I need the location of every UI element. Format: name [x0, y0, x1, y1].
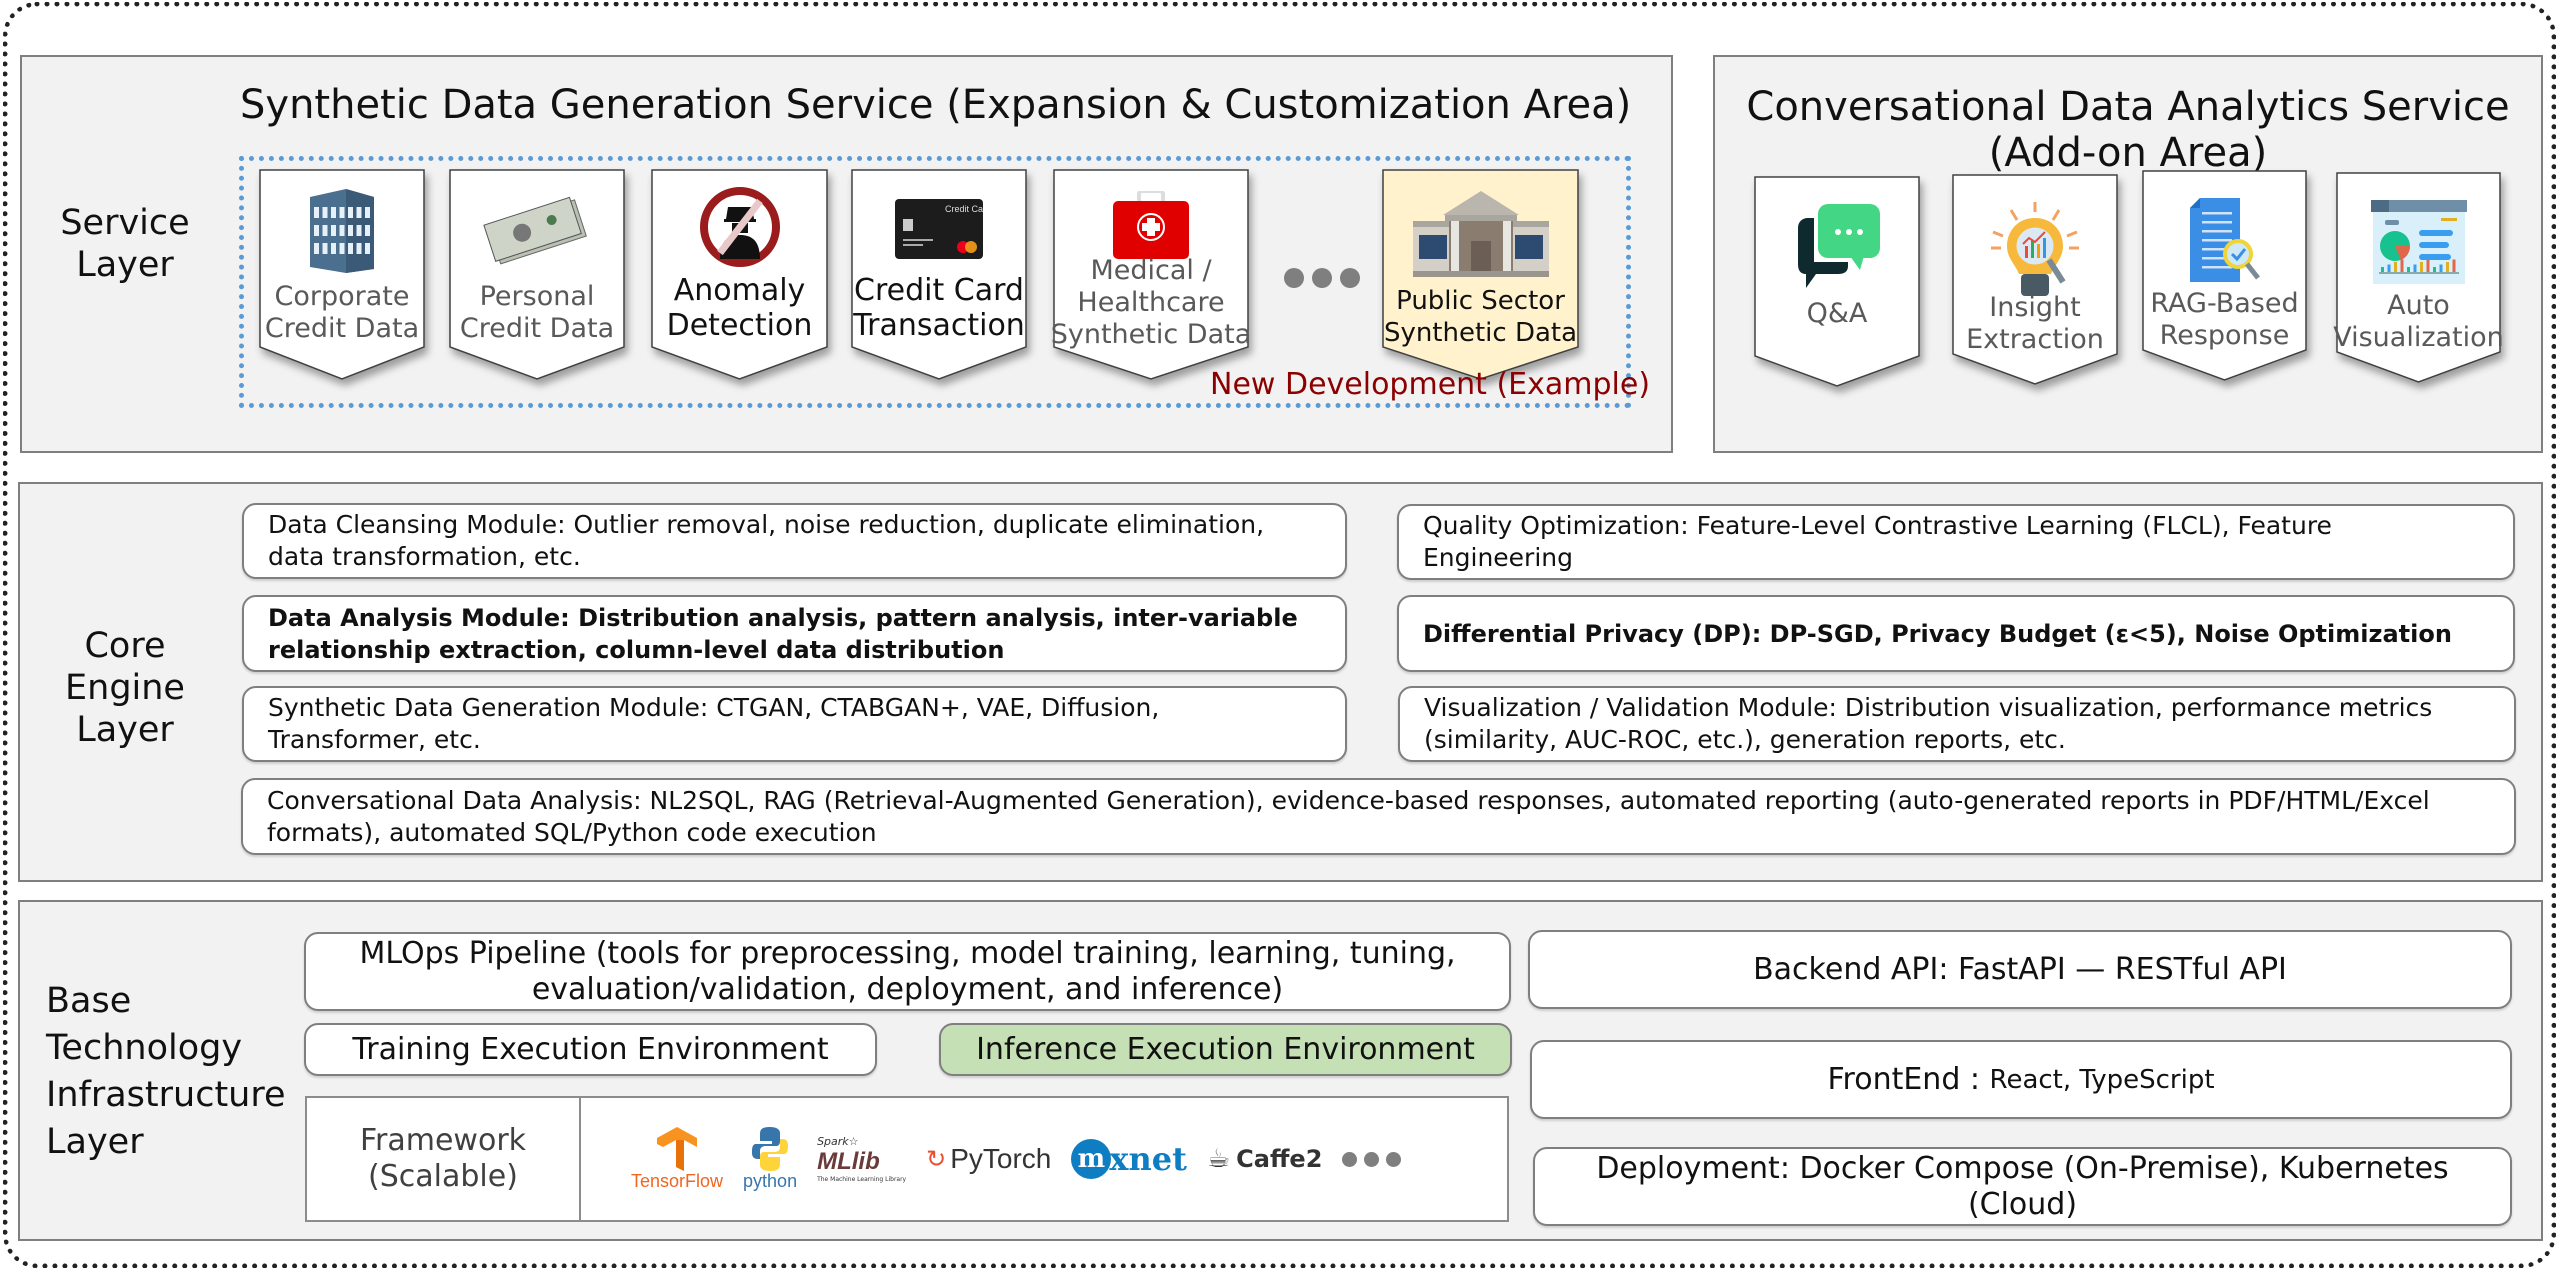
spark-mllib-logo: Spark☆ MLlib The Machine Learning Librar… [817, 1135, 906, 1183]
addon-card-insight: Insight Extraction [1952, 174, 2118, 385]
conversational-service-title: Conversational Data Analytics Service (A… [1713, 84, 2543, 176]
data-analysis-module: Data Analysis Module: Distribution analy… [242, 595, 1347, 672]
card-label: Credit Card Transaction [853, 273, 1025, 343]
frontend-box: FrontEnd : React, TypeScript [1530, 1040, 2512, 1119]
synthetic-service-title: Synthetic Data Generation Service (Expan… [240, 82, 1632, 128]
service-card-medical: Medical / Healthcare Synthetic Data [1051, 169, 1251, 380]
money-bills-icon [449, 195, 625, 265]
conversational-title-line2: (Add-on Area) [1988, 130, 2268, 176]
pytorch-logo: ↻ PyTorch [926, 1143, 1051, 1175]
card-shape [259, 169, 425, 380]
more-icon [1284, 268, 1360, 288]
deployment-text: Deployment: Docker Compose (On-Premise),… [1596, 1150, 2449, 1222]
mxnet-text: xnet [1109, 1140, 1187, 1178]
tensorflow-icon [657, 1126, 698, 1171]
base-layer-label: Base Technology Infrastructure Layer [46, 981, 286, 1162]
python-text: python [743, 1170, 798, 1191]
service-card-corporate: Corporate Credit Data [259, 169, 425, 380]
card-label: Insight Extraction [1966, 292, 2104, 355]
card-label: Public Sector Synthetic Data [1383, 286, 1578, 348]
framework-label: Framework (Scalable) [307, 1098, 581, 1220]
synthetic-generation-module: Synthetic Data Generation Module: CTGAN,… [242, 686, 1347, 762]
svg-text:Credit Card: Credit Card [945, 204, 983, 214]
credit-card-icon: Credit Card [851, 199, 1027, 259]
training-environment-box: Training Execution Environment [304, 1023, 877, 1076]
office-building-icon [259, 189, 425, 273]
card-label: Q&A [1806, 298, 1868, 329]
conversational-title-line1: Conversational Data Analytics Service [1746, 84, 2510, 130]
frontend-value: React, TypeScript [1989, 1064, 2215, 1095]
service-card-credit-card: Credit CardCredit Card Transaction [851, 169, 1027, 380]
government-building-icon [1382, 191, 1579, 277]
data-analysis-text: Data Analysis Module: Distribution analy… [268, 603, 1298, 664]
visualization-validation-text: Visualization / Validation Module: Distr… [1424, 693, 2433, 754]
caffe2-logo: ☕ Caffe2 [1207, 1144, 1323, 1174]
framework-table: Framework (Scalable) TensorFlow python S… [305, 1096, 1509, 1222]
mllib-subtitle: The Machine Learning Library [817, 1176, 907, 1183]
training-environment-text: Training Execution Environment [352, 1031, 829, 1067]
mlops-pipeline-box: MLOps Pipeline (tools for preprocessing,… [304, 932, 1511, 1011]
visualization-validation-module: Visualization / Validation Module: Distr… [1398, 686, 2516, 762]
frontend-label: FrontEnd : [1827, 1061, 1990, 1097]
addon-card-rag-based: RAG-Based Response [2142, 170, 2307, 381]
card-label: RAG-Based Response [2150, 288, 2299, 351]
differential-privacy-text: Differential Privacy (DP): DP-SGD, Priva… [1423, 619, 2452, 648]
dashboard-icon [2336, 200, 2501, 284]
medical-kit-icon [1053, 191, 1249, 261]
python-icon [752, 1126, 789, 1171]
addon-card-auto: Auto Visualization [2333, 172, 2504, 383]
coffee-cup-icon: ☕ [1206, 1144, 1231, 1174]
differential-privacy-module: Differential Privacy (DP): DP-SGD, Priva… [1397, 595, 2515, 672]
more-frameworks-icon [1342, 1151, 1402, 1167]
quality-optimization-text: Quality Optimization: Feature-Level Cont… [1423, 511, 2332, 572]
card-label: Anomaly Detection [666, 273, 813, 343]
document-search-icon [2142, 198, 2307, 282]
mllib-text: MLlib [817, 1148, 880, 1175]
data-cleansing-text: Data Cleansing Module: Outlier removal, … [268, 510, 1265, 571]
card-label: Personal Credit Data [459, 281, 615, 344]
inference-environment-box: Inference Execution Environment [939, 1023, 1512, 1076]
service-layer-label: Service Layer [60, 203, 190, 285]
conversational-analysis-text: Conversational Data Analysis: NL2SQL, RA… [267, 785, 2430, 847]
pytorch-icon: ↻ [926, 1145, 947, 1173]
card-shape [1053, 169, 1249, 380]
conversational-analysis-module: Conversational Data Analysis: NL2SQL, RA… [241, 778, 2516, 855]
expansion-area-box [239, 156, 1631, 408]
chat-bubbles-icon [1754, 204, 1920, 288]
deployment-box: Deployment: Docker Compose (On-Premise),… [1533, 1147, 2512, 1226]
python-logo: python [743, 1126, 798, 1192]
card-label: Auto Visualization [2333, 290, 2504, 353]
service-card-public-sector: Public Sector Synthetic Data [1382, 169, 1579, 380]
core-layer-label: Core Engine Layer [65, 626, 185, 750]
lightbulb-chart-icon [1952, 202, 2118, 302]
backend-api-box: Backend API: FastAPI — RESTful API [1528, 930, 2512, 1009]
tensorflow-text: TensorFlow [631, 1170, 724, 1191]
service-card-anomaly: Anomaly Detection [651, 169, 828, 380]
service-card-personal: Personal Credit Data [449, 169, 625, 380]
card-shape [651, 169, 828, 380]
framework-logos: TensorFlow python Spark☆ MLlib The Machi… [581, 1098, 1507, 1220]
new-development-label: New Development (Example) [1210, 367, 1651, 402]
mxnet-icon: m [1071, 1139, 1112, 1179]
no-fraud-icon [651, 185, 828, 269]
caffe2-text: Caffe2 [1236, 1145, 1323, 1173]
spark-text: Spark☆ [817, 1135, 859, 1148]
tensorflow-logo: TensorFlow [631, 1126, 724, 1192]
mxnet-logo: m xnet [1071, 1139, 1187, 1179]
quality-optimization-module: Quality Optimization: Feature-Level Cont… [1397, 504, 2515, 580]
card-label: Corporate Credit Data [264, 281, 420, 344]
outer-border [3, 2, 2556, 1268]
data-cleansing-module: Data Cleansing Module: Outlier removal, … [242, 503, 1347, 579]
pytorch-text: PyTorch [950, 1143, 1052, 1174]
backend-api-text: Backend API: FastAPI — RESTful API [1753, 951, 2287, 987]
card-label: Medical / Healthcare Synthetic Data [1050, 255, 1252, 350]
inference-environment-text: Inference Execution Environment [976, 1031, 1475, 1067]
synthetic-generation-text: Synthetic Data Generation Module: CTGAN,… [268, 693, 1160, 754]
addon-card-q-a: Q&A [1754, 176, 1920, 387]
mlops-pipeline-text: MLOps Pipeline (tools for preprocessing,… [359, 935, 1456, 1007]
